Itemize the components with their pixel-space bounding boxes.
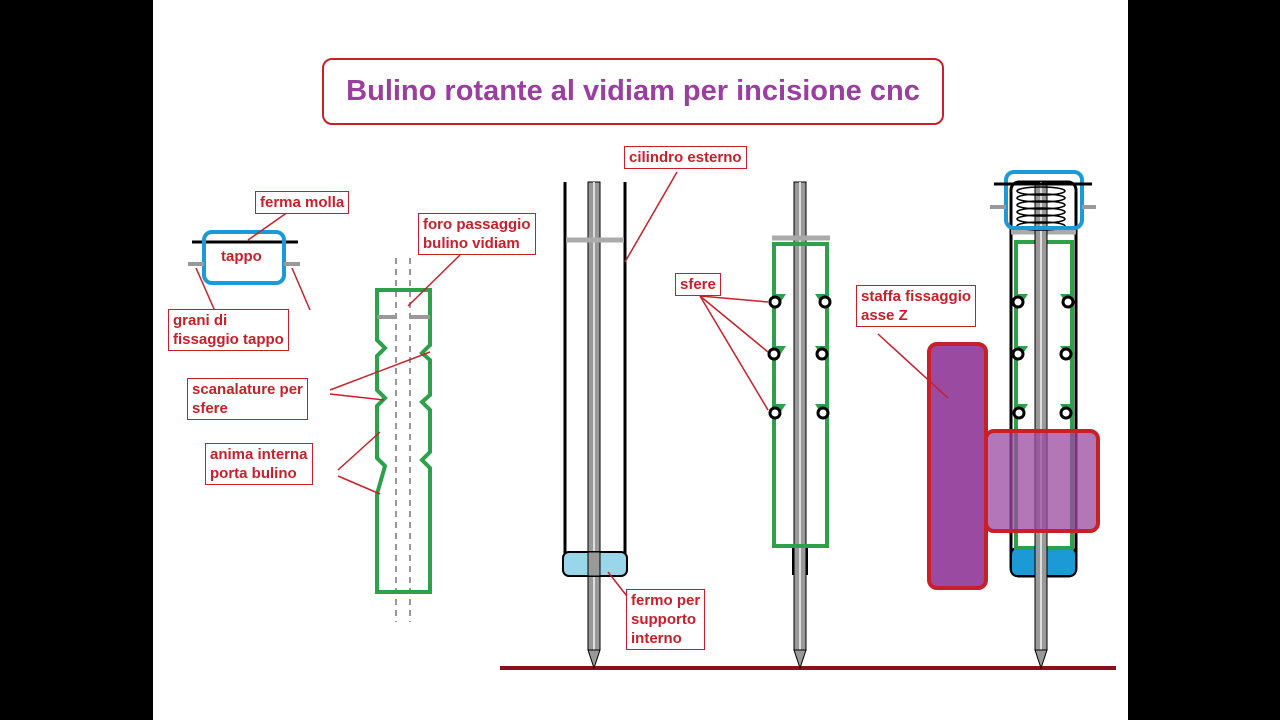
label-sfere: sfere [675,273,721,296]
label-staffa: staffa fissaggio asse Z [856,285,977,327]
inner-core [329,254,461,622]
label-ferma-molla: ferma molla [255,191,350,214]
label-foro: foro passaggio bulino vidiam [418,213,536,255]
label-scanalature: scanalature per sfere [187,378,308,420]
cap-outline [202,230,286,285]
label-tappo: tappo [221,248,262,265]
label-anima: anima interna porta bulino [205,443,313,485]
full-assembly [877,170,1100,670]
diagram-title: Bulino rotante al vidiam per incisione c… [322,58,944,125]
spring [1016,186,1066,231]
balls [767,295,832,420]
label-fermo: fermo per supporto interno [626,589,706,650]
core-with-balls [699,181,832,670]
label-grani: grani di fissaggio tappo [168,309,289,351]
label-cilindro: cilindro esterno [624,146,747,169]
outer-cylinder-assembly [562,171,678,670]
inner-core-outline [375,288,432,594]
